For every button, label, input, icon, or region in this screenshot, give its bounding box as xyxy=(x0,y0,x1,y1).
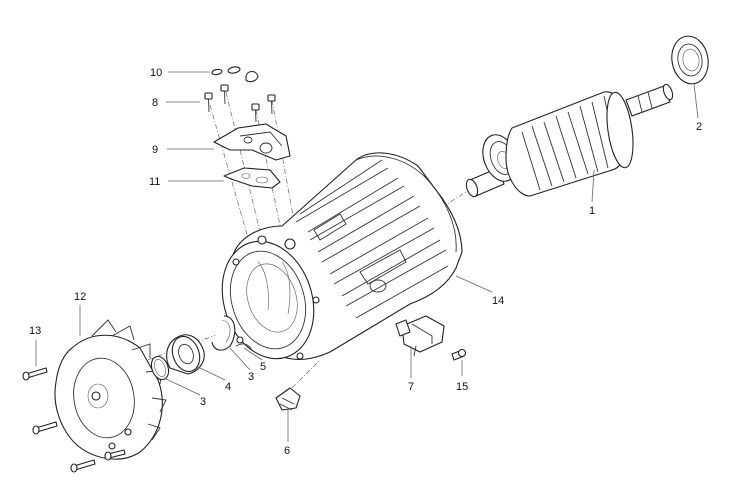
callout-15: 15 xyxy=(456,381,468,393)
callout-5: 5 xyxy=(260,361,266,373)
callout-13: 13 xyxy=(29,325,41,337)
callout-2: 2 xyxy=(696,121,702,133)
motor-housing xyxy=(221,152,463,361)
callout-9: 9 xyxy=(152,144,158,156)
cap-screws xyxy=(204,84,276,123)
callout-12: 12 xyxy=(74,291,86,303)
drain-plug xyxy=(275,387,301,411)
leader-lines xyxy=(35,71,699,442)
terminal-block xyxy=(395,315,445,357)
rotor xyxy=(465,83,674,198)
gasket xyxy=(223,167,281,189)
callout-7: 7 xyxy=(408,381,414,393)
callout-8: 8 xyxy=(152,97,158,109)
bearing xyxy=(166,334,205,375)
shaft-seal xyxy=(671,35,709,85)
o-rings xyxy=(211,66,259,83)
callout-4: 4 xyxy=(225,381,231,393)
terminal-bracket xyxy=(213,123,291,161)
callout-labels: 10 8 9 11 12 13 3 4 3 5 6 7 15 14 1 2 xyxy=(29,67,702,457)
callout-1: 1 xyxy=(589,205,595,217)
callout-11: 11 xyxy=(149,176,160,188)
small-screw xyxy=(451,348,467,361)
circlip-left xyxy=(150,355,170,381)
callout-14: 14 xyxy=(492,295,504,307)
wave-washer xyxy=(235,343,253,351)
fan-cover xyxy=(54,319,167,460)
callout-6: 6 xyxy=(284,445,290,457)
callout-3-right: 3 xyxy=(248,371,254,383)
callout-3-left: 3 xyxy=(200,396,206,408)
callout-10: 10 xyxy=(150,67,162,79)
cover-screws xyxy=(22,367,126,473)
circlip-right xyxy=(211,315,236,351)
